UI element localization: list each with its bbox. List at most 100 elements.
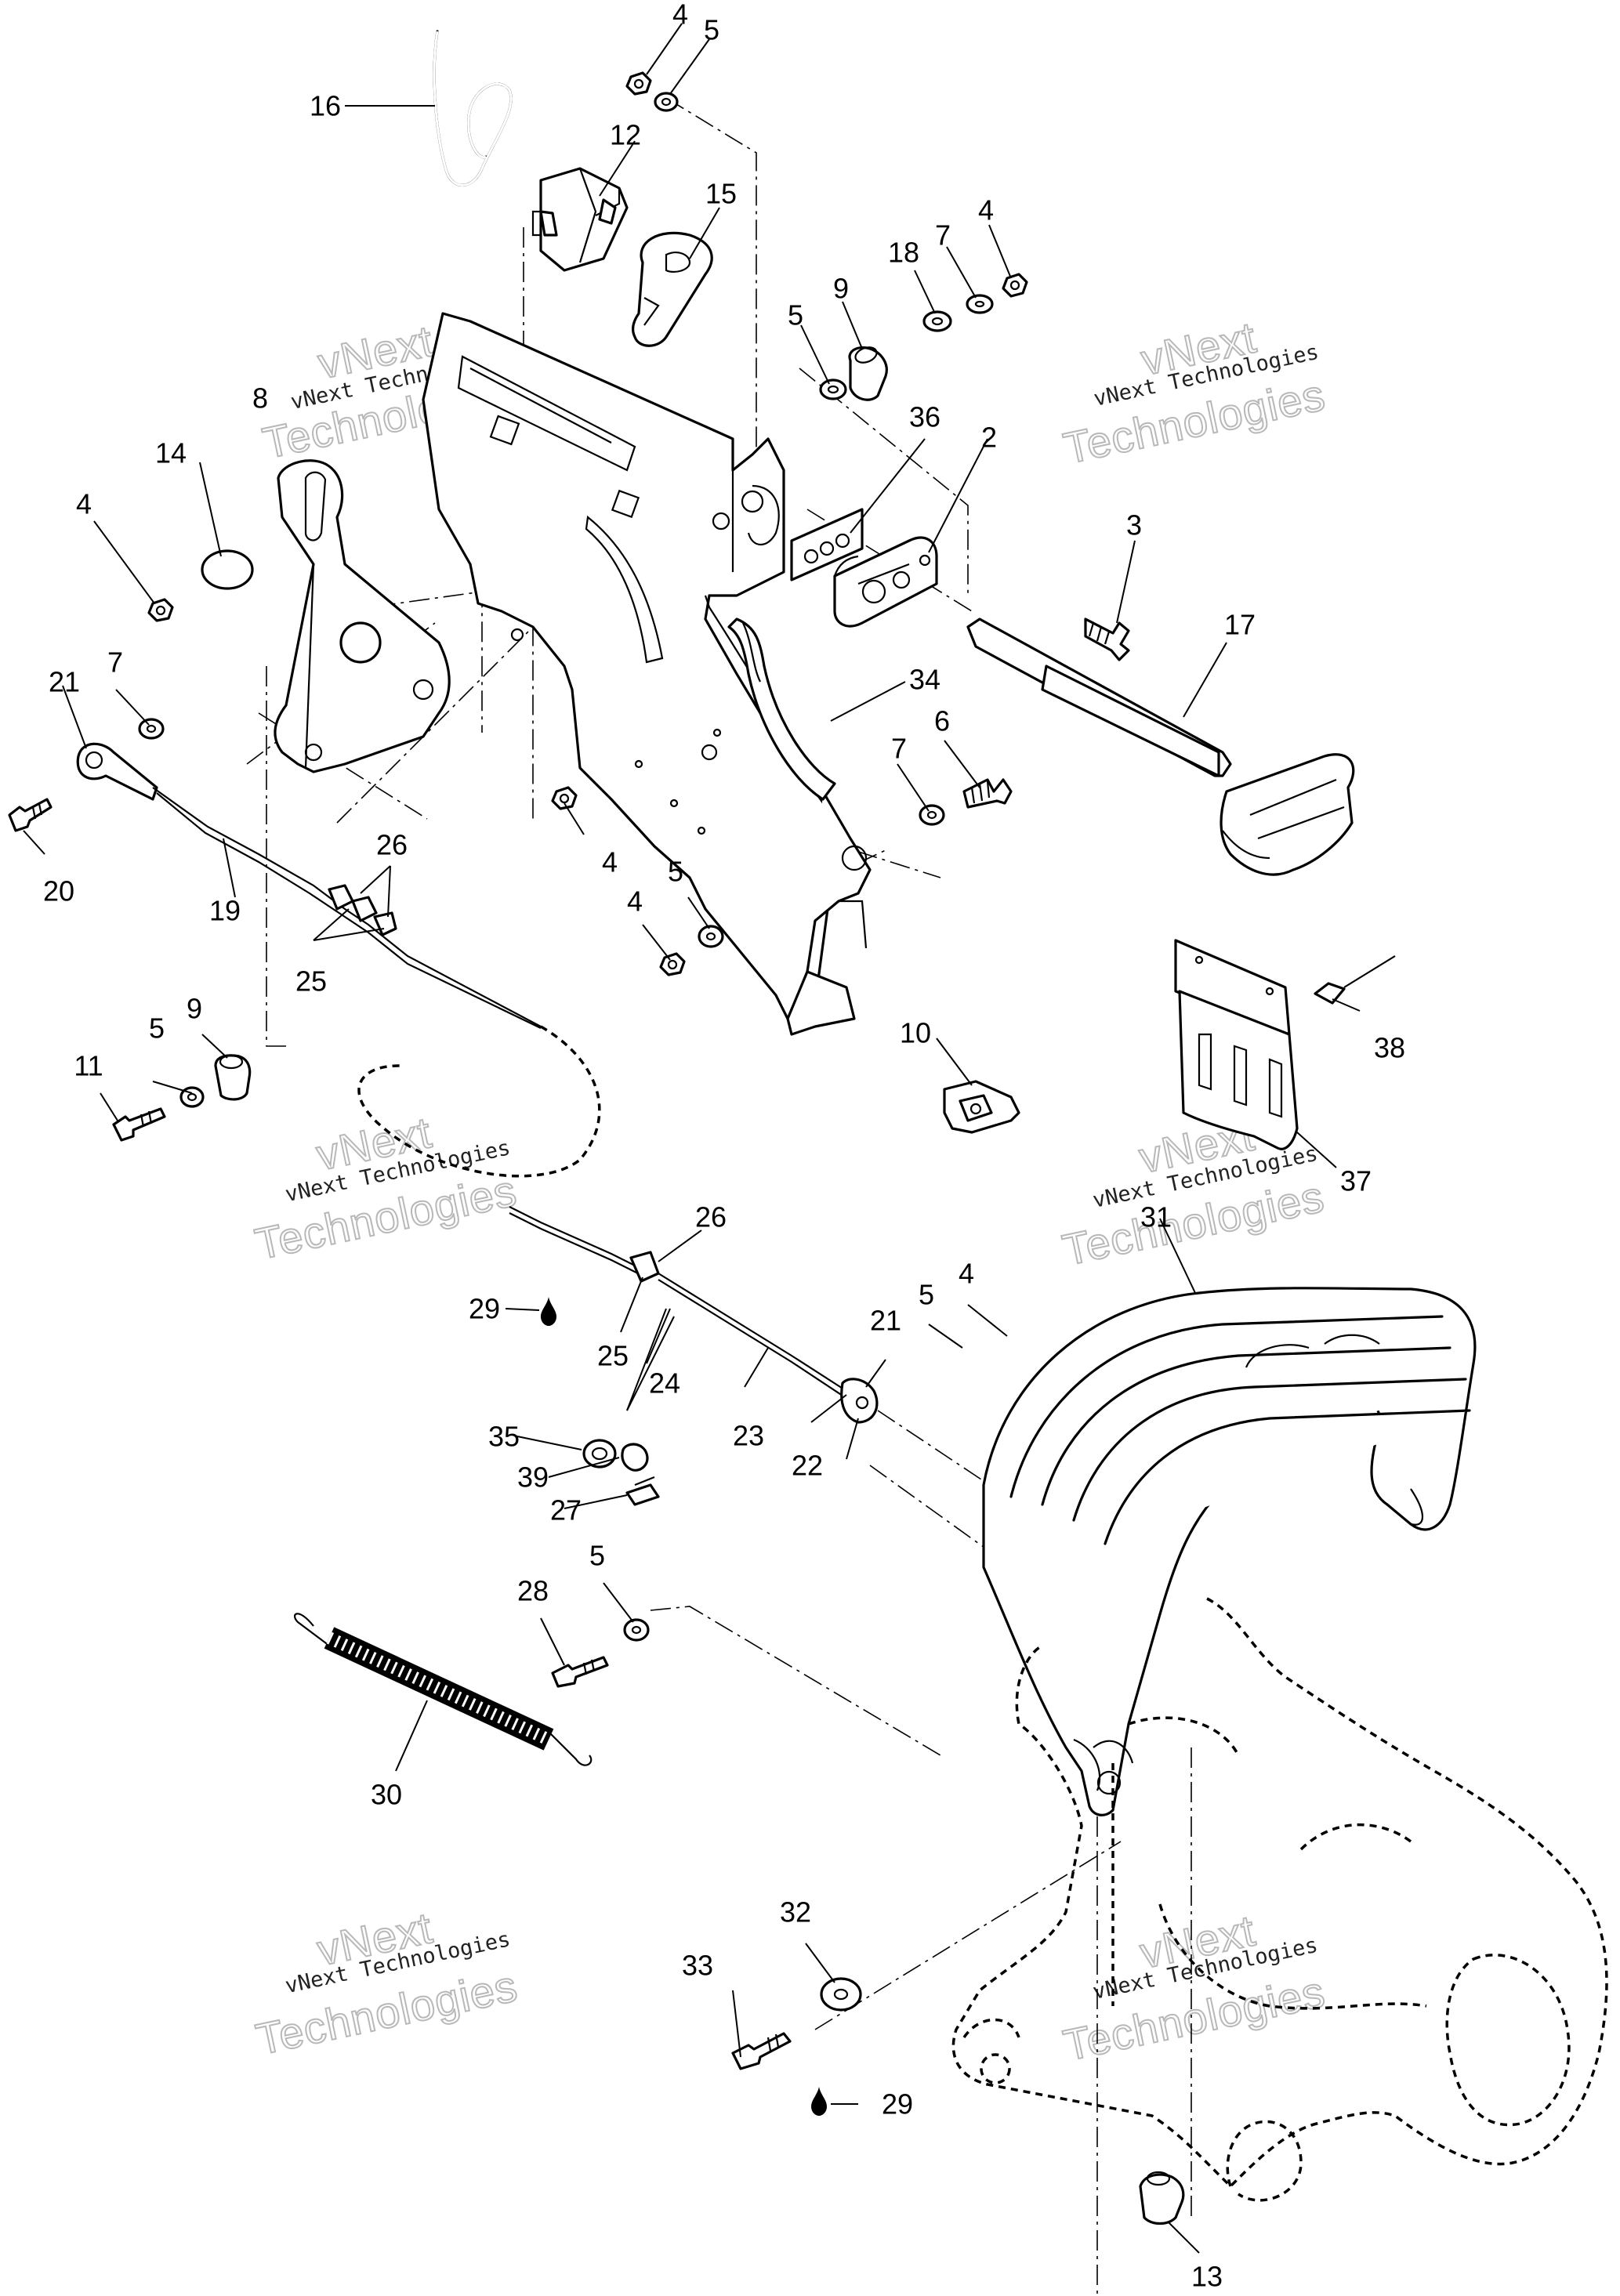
callout-4: 4 (959, 1258, 974, 1290)
callout-5: 5 (668, 856, 683, 888)
callout-15: 15 (705, 178, 737, 210)
grease-drop-icon-lower (811, 2087, 827, 2116)
callout-5: 5 (589, 1540, 605, 1572)
callout-11: 11 (74, 1050, 103, 1082)
washer-5-lower (698, 925, 724, 948)
cable-clamp (943, 1080, 1020, 1134)
callout-14: 14 (155, 437, 187, 469)
nut-4-top (625, 71, 652, 96)
pedal-block (833, 536, 938, 628)
callout-7: 7 (935, 219, 951, 252)
brake-cable-upper (152, 787, 542, 1029)
bolt-6 (962, 778, 1013, 809)
callout-37: 37 (1340, 1165, 1372, 1197)
callout-8: 8 (252, 382, 268, 415)
clip-27 (625, 1476, 660, 1506)
callout-12: 12 (610, 119, 641, 151)
callout-17: 17 (1224, 609, 1256, 641)
callout-25: 25 (295, 965, 327, 998)
washer-7-top (966, 294, 994, 314)
callout-30: 30 (371, 1779, 402, 1811)
brake-cable-lower (357, 1025, 879, 1424)
washer-7-right (919, 804, 945, 826)
callout-7: 7 (891, 733, 907, 765)
leader-lines (23, 23, 1361, 2254)
callout-18: 18 (888, 237, 919, 269)
washer-5-top-center (654, 92, 679, 112)
callout-labels: 16 12 4 5 15 5 9 18 7 4 36 2 3 17 34 6 7… (43, 0, 1405, 2293)
callout-31: 31 (1140, 1201, 1172, 1233)
callout-21: 21 (49, 666, 80, 698)
callout-4: 4 (978, 194, 994, 226)
callout-5: 5 (704, 14, 719, 46)
nut-4-top-right (1002, 273, 1028, 298)
pivot-bracket (274, 459, 451, 773)
callout-9: 9 (833, 273, 849, 305)
callout-27: 27 (550, 1494, 582, 1526)
callout-9: 9 (187, 993, 202, 1025)
callout-35: 35 (488, 1421, 520, 1453)
watermark-mid-left: vNext Technologies vNext Technologies (250, 1106, 522, 1269)
bolt-20 (8, 798, 53, 832)
watermark-bottom-left: vNext Technologies vNext Technologies (251, 1902, 523, 2065)
callout-16: 16 (310, 90, 341, 122)
washer-5-top (819, 378, 847, 400)
washer-5-left-lower (179, 1086, 205, 1108)
mounting-plate (790, 508, 864, 581)
callout-5: 5 (788, 299, 803, 331)
callout-21: 21 (870, 1305, 901, 1337)
callout-20: 20 (43, 875, 74, 907)
callout-5: 5 (149, 1012, 165, 1045)
nut-4-lower (659, 952, 686, 976)
callout-19: 19 (209, 895, 241, 927)
brake-pedal (966, 617, 1355, 876)
washer-32 (820, 1977, 862, 2012)
callout-23: 23 (733, 1420, 764, 1452)
callout-36: 36 (909, 401, 940, 433)
callout-4: 4 (627, 885, 643, 918)
bolt-28 (551, 1656, 609, 1688)
small-screw (1084, 617, 1130, 661)
watermark-bottom-right: vNext Technologies vNext Technologies (1058, 1904, 1330, 2070)
callout-26: 26 (376, 829, 408, 861)
callout-26: 26 (695, 1201, 727, 1233)
callout-22: 22 (792, 1450, 823, 1482)
callout-10: 10 (900, 1017, 931, 1049)
callout-13: 13 (1191, 2261, 1223, 2293)
washer-7-left (138, 718, 165, 740)
gearcase-housing-phantom (951, 1597, 1608, 2202)
callout-33: 33 (682, 1950, 713, 1982)
callout-34: 34 (909, 664, 940, 696)
bearing-39 (621, 1443, 649, 1472)
rubber-bumper (531, 167, 629, 272)
callout-3: 3 (1126, 509, 1142, 541)
washer-14 (201, 549, 254, 590)
brake-handle (982, 1287, 1477, 1816)
bolt-33 (731, 2032, 792, 2070)
main-bracket-plate (422, 312, 872, 1036)
callout-6: 6 (934, 705, 950, 737)
return-spring (294, 1613, 593, 1766)
callout-32: 32 (780, 1896, 811, 1928)
washer-18 (922, 310, 952, 332)
bushing-top (848, 346, 888, 401)
bushing-9-lower (214, 1054, 252, 1101)
watermark-top-right: vNext Technologies vNext Technologies (1059, 311, 1331, 473)
guard-plate (1174, 939, 1299, 1150)
callout-29: 29 (469, 1293, 500, 1325)
callout-38: 38 (1374, 1032, 1405, 1064)
grease-drop-icon-upper (541, 1297, 556, 1326)
callout-25: 25 (597, 1340, 629, 1372)
callout-5: 5 (919, 1279, 934, 1311)
bolt-11 (112, 1107, 166, 1142)
hairpin-clip (433, 30, 513, 187)
rivet-38 (1314, 955, 1396, 1005)
callout-28: 28 (517, 1575, 549, 1607)
washer-5-bolt-28 (623, 1618, 650, 1642)
nut-4-mid (551, 786, 578, 810)
callout-4: 4 (76, 488, 92, 520)
callout-29: 29 (882, 2088, 913, 2120)
strap-bushing (631, 231, 713, 347)
callout-39: 39 (517, 1461, 549, 1494)
